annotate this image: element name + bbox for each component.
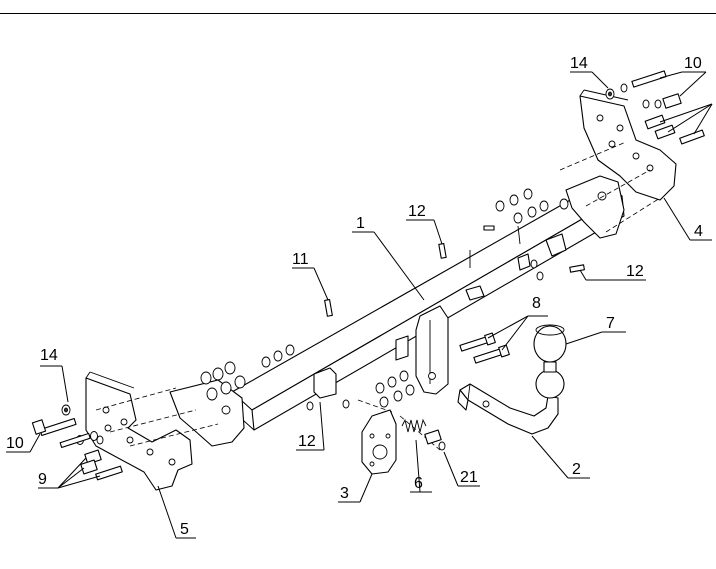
tow-ball-neck	[457, 383, 559, 435]
leader-lines	[6, 71, 713, 539]
callout-11: 11	[292, 251, 309, 268]
callout-1: 1	[356, 215, 365, 232]
central-hanger-bracket	[395, 305, 449, 395]
callout-10-left: 10	[6, 435, 24, 452]
callout-7: 7	[606, 315, 615, 332]
callout-14-left: 14	[40, 347, 58, 364]
tow-ball	[533, 324, 567, 399]
spring-and-nut	[401, 418, 446, 451]
right-side-bracket	[579, 89, 677, 201]
callout-4: 4	[694, 223, 703, 240]
callout-3: 3	[340, 485, 349, 502]
top-rule	[0, 13, 716, 14]
left-fastener-cluster	[31, 404, 123, 481]
beam-nuts-and-washers	[200, 188, 569, 411]
left-side-bracket	[85, 371, 193, 491]
callout-2: 2	[572, 461, 581, 478]
callout-9: 9	[38, 471, 47, 488]
callout-21: 21	[460, 469, 478, 486]
socket-plate	[361, 409, 397, 475]
right-fastener-cluster	[605, 70, 705, 145]
callout-12-top: 12	[408, 203, 426, 220]
callout-5: 5	[180, 521, 189, 538]
bolts-8	[459, 332, 510, 364]
callout-12-bottom: 12	[298, 433, 316, 450]
callout-14-right: 14	[570, 55, 588, 72]
assembly-alignment-lines	[95, 141, 661, 451]
clamp-blocks	[313, 233, 567, 399]
callout-labels: 14 10 9 5 11 1 12 12 12 8 7 2 3 6 21 4 1…	[6, 55, 703, 538]
callout-10-right: 10	[684, 55, 702, 72]
callout-8: 8	[532, 295, 541, 312]
callout-12-right: 12	[626, 263, 644, 280]
callout-6: 6	[414, 475, 423, 492]
